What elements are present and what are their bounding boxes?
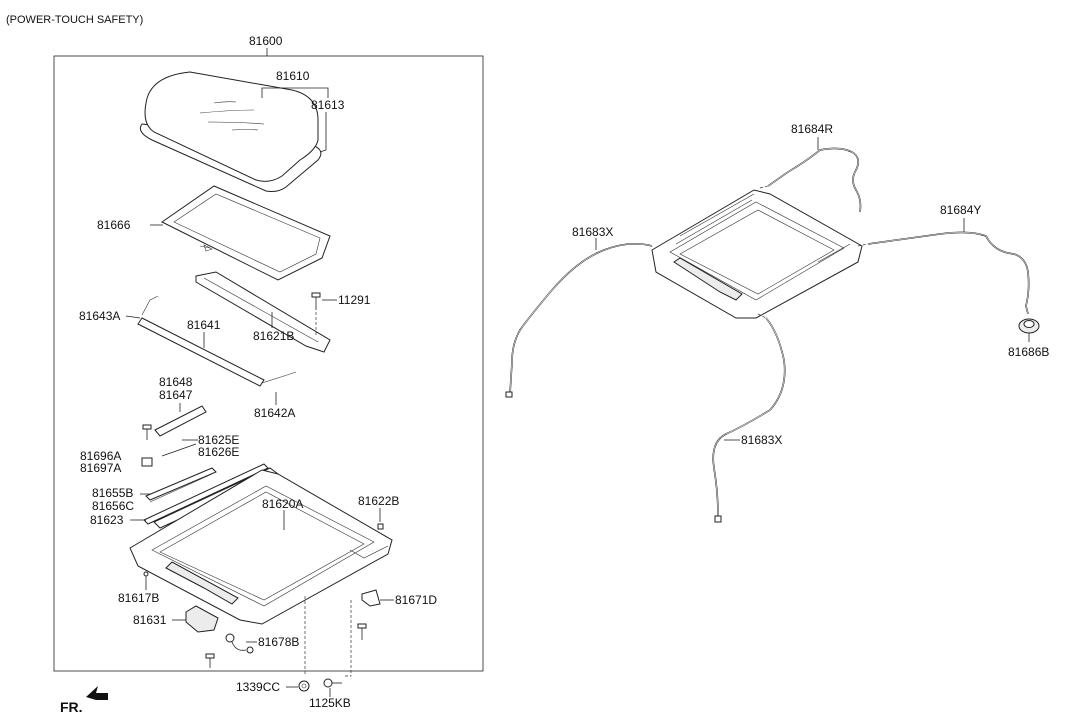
label-81684R: 81684R	[791, 122, 833, 136]
label-81697A: 81697A	[80, 461, 121, 475]
drain-tube	[137, 295, 297, 387]
bracket-81647	[154, 403, 207, 437]
label-81683X-top: 81683X	[572, 225, 613, 239]
label-81621B: 81621B	[253, 329, 294, 343]
sensor-81678b	[225, 633, 254, 654]
label-81631: 81631	[133, 613, 167, 627]
clip-81696a	[141, 457, 153, 467]
drain-hose-81683x-front	[505, 242, 653, 398]
assembly-box-81600	[53, 55, 484, 672]
label-81625E: 81625E	[198, 433, 239, 447]
label-81684Y: 81684Y	[940, 203, 981, 217]
label-81600: 81600	[249, 34, 283, 48]
label-81610: 81610	[276, 69, 310, 83]
label-1125KB: 1125KB	[309, 696, 351, 710]
bolt-11291	[311, 292, 321, 335]
label-81617B: 81617B	[118, 591, 159, 605]
label-1339CC: 1339CC	[236, 680, 280, 694]
clip-81617b	[143, 571, 149, 577]
diagram-title: (POWER-TOUCH SAFETY)	[6, 14, 143, 26]
bracket-81671d	[357, 589, 381, 640]
label-81620A: 81620A	[262, 497, 303, 511]
label-81643A: 81643A	[79, 309, 120, 323]
bolt-81696	[142, 424, 152, 440]
sunroof-glass	[139, 71, 322, 192]
label-81623: 81623	[90, 513, 124, 527]
cable-81625e	[161, 443, 197, 457]
label-81686B: 81686B	[1008, 345, 1049, 359]
label-81648: 81648	[159, 375, 193, 389]
label-81622B: 81622B	[358, 494, 399, 508]
label-81666: 81666	[97, 218, 131, 232]
sunroof-frame-right	[651, 189, 863, 319]
grommet-81686b	[1018, 318, 1040, 334]
label-81683X-bottom: 81683X	[741, 433, 782, 447]
front-arrow-icon	[86, 686, 108, 700]
label-81647: 81647	[159, 388, 193, 402]
label-81696A: 81696A	[80, 449, 121, 463]
label-81671D: 81671D	[395, 593, 437, 607]
label-81656C: 81656C	[92, 499, 134, 513]
sunshade-frame	[161, 185, 331, 281]
drain-hose-81683x-rear	[712, 313, 786, 523]
label-81655B: 81655B	[92, 486, 133, 500]
drain-hose-81684y	[857, 231, 1030, 315]
motor-81631	[185, 605, 219, 668]
label-11291: 11291	[338, 293, 371, 307]
sunroof-frame	[129, 469, 393, 625]
label-81641: 81641	[187, 318, 221, 332]
nut-1339cc	[298, 680, 310, 692]
label-81626E: 81626E	[198, 445, 239, 459]
clip-81622b	[377, 523, 384, 530]
label-81642A: 81642A	[254, 406, 295, 420]
front-direction-label: FR.	[60, 699, 83, 715]
bolt-1125kb	[323, 678, 342, 688]
label-81613: 81613	[311, 98, 345, 112]
wind-deflector	[195, 271, 331, 353]
drain-hose-81684r	[759, 147, 862, 213]
label-81678B: 81678B	[258, 635, 299, 649]
